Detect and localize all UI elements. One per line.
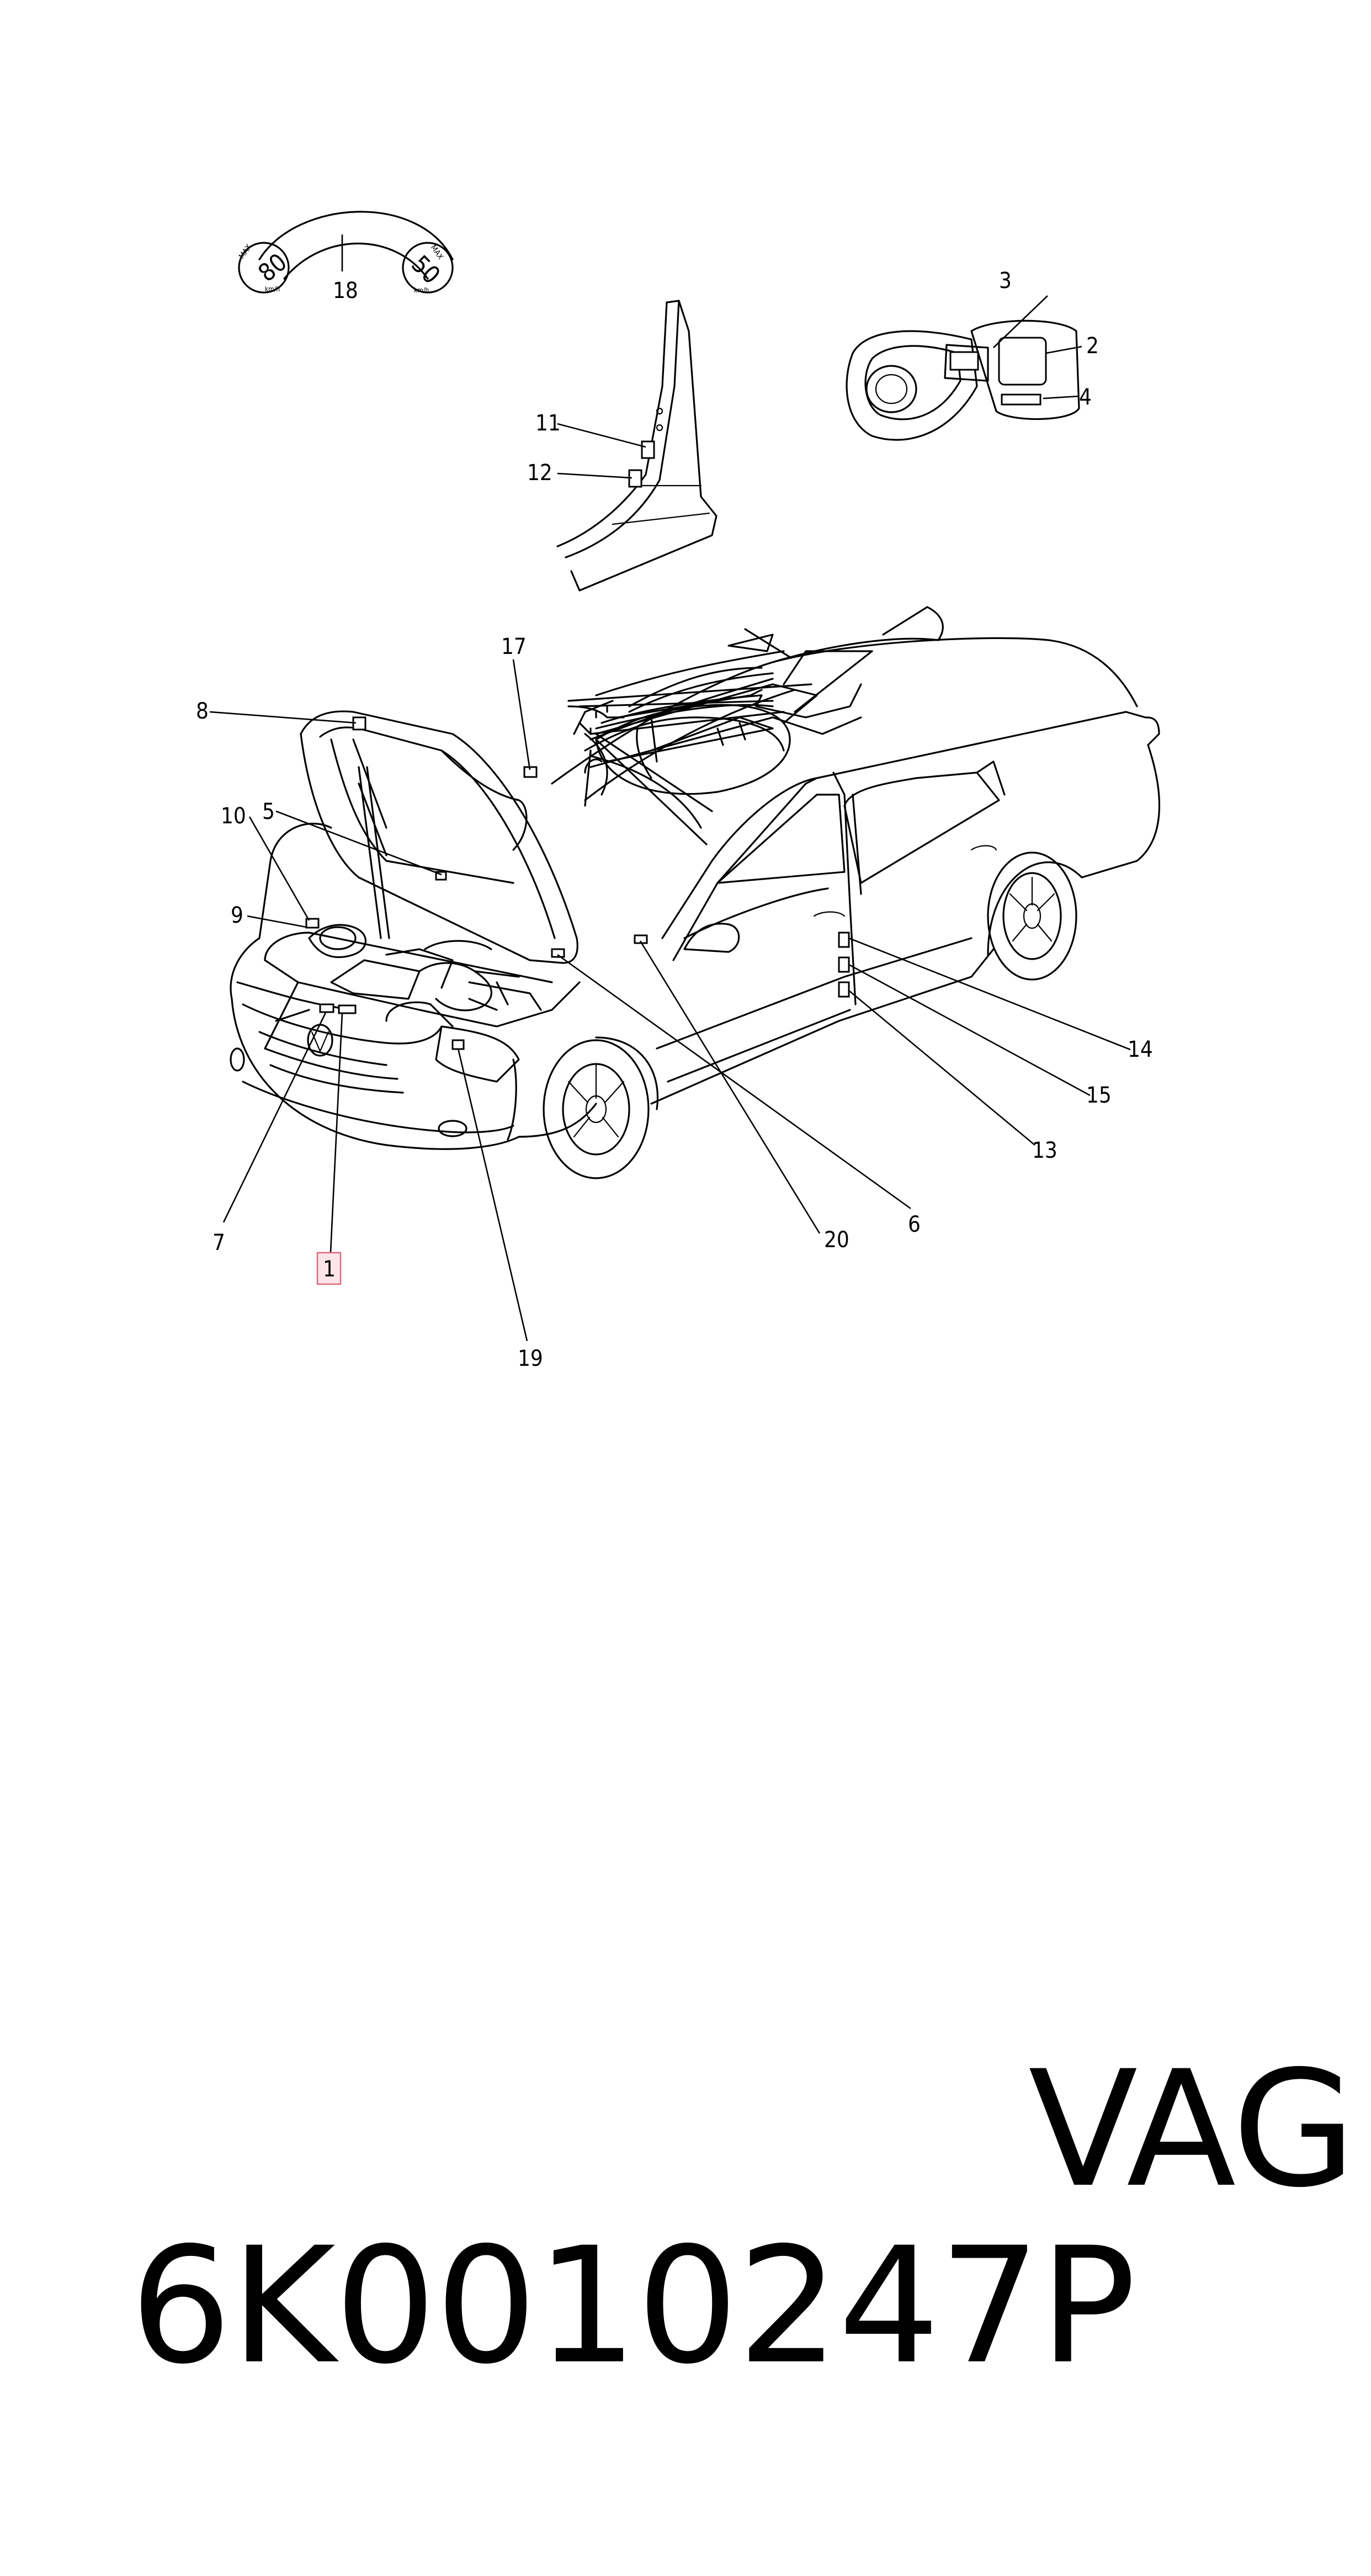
b-pillar-detail: [556, 300, 718, 592]
car-illustration: [230, 606, 1161, 1179]
callout-1-highlight: [316, 1252, 342, 1285]
callout-10[interactable]: 10: [221, 803, 246, 829]
brand-name: VAG: [1028, 2037, 1356, 2223]
callout-20[interactable]: 20: [824, 1227, 849, 1253]
callout-4[interactable]: 4: [1079, 385, 1092, 410]
callout-12[interactable]: 12: [527, 460, 552, 486]
callout-6[interactable]: 6: [908, 1212, 921, 1237]
callout-8[interactable]: 8: [196, 699, 209, 724]
callout-2[interactable]: 2: [1086, 333, 1099, 359]
speed-badge-left-value: 80: [253, 248, 292, 287]
part-number-footer: 6K0010247P VAG: [30, 2037, 1356, 2395]
speed-badge-left-unit: km/h: [265, 285, 280, 293]
callout-11[interactable]: 11: [535, 411, 561, 436]
parts-diagram: MAX 80 km/h MAX 50 km/h: [196, 211, 1161, 1371]
callout-numbers: 1 2 3 4 5 6 7 8 9 10 11 12 13 14 15 17 1…: [196, 268, 1153, 1371]
leader-lines: [209, 295, 1131, 1342]
callout-13[interactable]: 13: [1032, 1138, 1058, 1163]
callout-5[interactable]: 5: [262, 799, 275, 824]
callout-1[interactable]: 1: [323, 1257, 336, 1282]
callout-7[interactable]: 7: [212, 1230, 225, 1255]
callout-18[interactable]: 18: [333, 278, 358, 304]
callout-17[interactable]: 17: [501, 634, 527, 659]
callout-3[interactable]: 3: [999, 268, 1012, 294]
speed-badge-right-unit: km/h: [414, 286, 429, 294]
fuel-flap-detail: [846, 320, 1080, 441]
callout-14[interactable]: 14: [1128, 1037, 1153, 1062]
part-number: 6K0010247P: [130, 2213, 1136, 2399]
callout-15[interactable]: 15: [1086, 1083, 1112, 1108]
callout-9[interactable]: 9: [231, 903, 243, 928]
callout-19[interactable]: 19: [518, 1346, 543, 1371]
